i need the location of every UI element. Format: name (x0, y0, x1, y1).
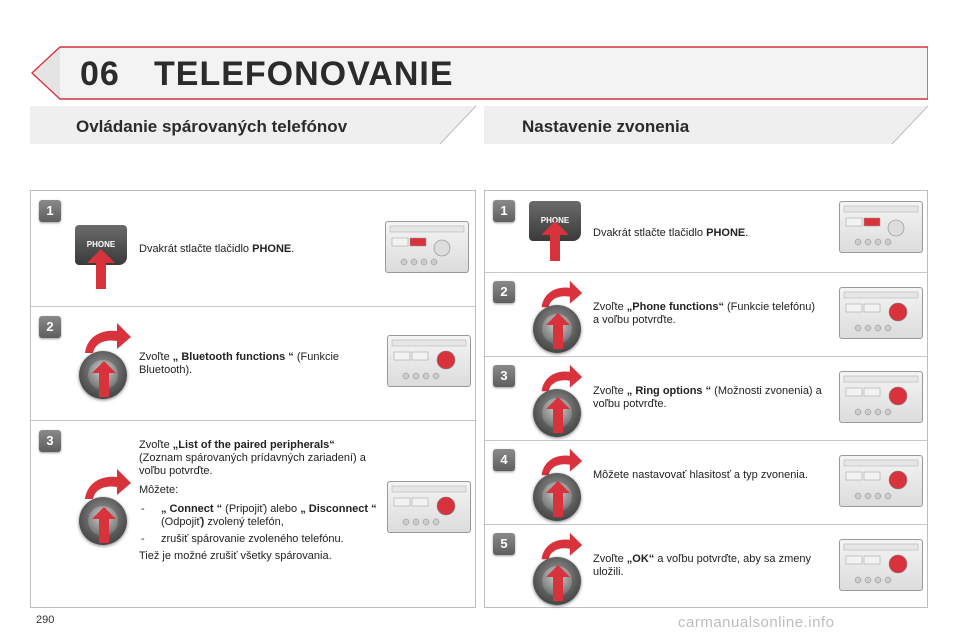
header-band (30, 46, 928, 100)
chapter-number: 06 (80, 55, 120, 93)
step-badge: 1 (39, 200, 61, 222)
radio-panel-thumbnail (839, 201, 923, 253)
press-arrow-icon (546, 565, 570, 601)
radio-panel-thumbnail (387, 481, 471, 533)
step-text: Zvoľte „ Bluetooth functions “ (Funkcie … (139, 351, 340, 376)
left-section-title: Ovládanie spárovaných telefónov (76, 117, 348, 136)
step-badge: 2 (39, 316, 61, 338)
left-step-1: 1 PHONE Dvakrát stlačte tlačidlo PHONE. (31, 191, 475, 307)
right-section-title: Nastavenie zvonenia (522, 117, 690, 136)
rotate-arrow-icon (541, 448, 583, 476)
right-step-4: 4 Môžete nastavovať hlasitosť a typ zvon… (485, 441, 927, 525)
option-connect: - „ Connect “ (Pripojiť) alebo „ Disconn… (141, 503, 377, 528)
press-arrow-icon (541, 221, 569, 261)
radio-panel-thumbnail (385, 221, 469, 273)
radio-panel-thumbnail (839, 455, 923, 507)
radio-panel-thumbnail (839, 539, 923, 591)
step-badge: 3 (493, 365, 515, 387)
rotate-arrow-icon (541, 532, 583, 560)
press-arrow-icon (92, 361, 116, 397)
press-arrow-icon (87, 249, 115, 289)
step-text: Dvakrát stlačte tlačidlo PHONE. (139, 243, 295, 255)
rotate-arrow-icon (541, 280, 583, 308)
right-step-3: 3 Zvoľte „ Ring options “ (Možnosti zvon… (485, 357, 927, 441)
left-step-3: 3 Zvoľte „List of the paired peripherals… (31, 421, 475, 609)
radio-panel-thumbnail (387, 335, 471, 387)
rotate-arrow-icon (85, 323, 131, 353)
step-badge: 3 (39, 430, 61, 452)
chapter-header: 06 TELEFONOVANIE (22, 45, 928, 101)
right-section-band (484, 105, 928, 145)
right-steps-panel: 1 PHONE Dvakrát stlačte tlačidlo PHONE. … (484, 190, 928, 608)
step-text: Zvoľte „ Ring options “ (Možnosti zvonen… (593, 385, 822, 410)
step-text: Dvakrát stlačte tlačidlo PHONE. (593, 227, 749, 239)
radio-panel-thumbnail (839, 287, 923, 339)
left-steps-panel: 1 PHONE Dvakrát stlačte tlačidlo PHONE. … (30, 190, 476, 608)
step-text: Zvoľte „Phone functions“ (Funkcie telefó… (593, 301, 816, 326)
phone-button-icon: PHONE (75, 225, 127, 265)
left-step-2: 2 Zvoľte „ Bluetooth functions “ (Funkci… (31, 307, 475, 421)
step-badge: 4 (493, 449, 515, 471)
rotate-arrow-icon (85, 469, 131, 499)
right-step-2: 2 Zvoľte „Phone functions“ (Funkcie tele… (485, 273, 927, 357)
press-arrow-icon (546, 481, 570, 517)
step-note: Tiež je možné zrušiť všetky spárovania. (139, 550, 332, 562)
step-badge: 5 (493, 533, 515, 555)
options-intro: Môžete: (139, 484, 179, 496)
page-number: 290 (36, 614, 55, 626)
chapter-title: TELEFONOVANIE (154, 55, 454, 93)
right-step-5: 5 Zvoľte „OK“ a voľbu potvrďte, aby sa z… (485, 525, 927, 609)
step-badge: 1 (493, 200, 515, 222)
radio-panel-thumbnail (839, 371, 923, 423)
option-unpair: - zrušiť spárovanie zvoleného telefónu. (141, 533, 344, 545)
press-arrow-icon (546, 397, 570, 433)
press-arrow-icon (546, 313, 570, 349)
step-text: Zvoľte „OK“ a voľbu potvrďte, aby sa zme… (593, 553, 811, 578)
step-text: Zvoľte „List of the paired peripherals“ … (139, 439, 379, 569)
press-arrow-icon (92, 507, 116, 543)
right-step-1: 1 PHONE Dvakrát stlačte tlačidlo PHONE. (485, 191, 927, 273)
step-text: Môžete nastavovať hlasitosť a typ zvonen… (593, 469, 808, 481)
left-section-band (30, 105, 476, 145)
step-badge: 2 (493, 281, 515, 303)
watermark: carmanualsonline.info (678, 614, 835, 631)
rotate-arrow-icon (541, 364, 583, 392)
